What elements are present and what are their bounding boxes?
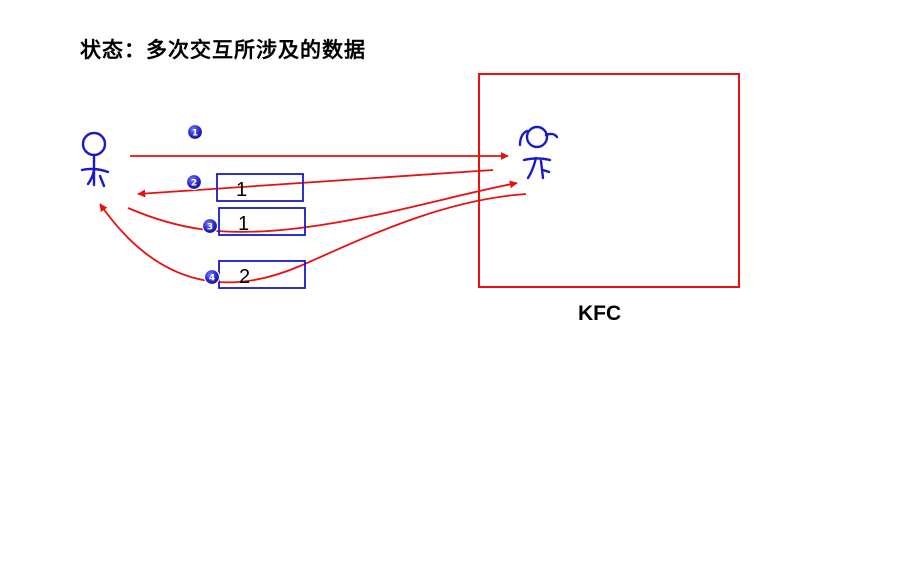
step-badge-2: 2	[185, 173, 203, 191]
server-box	[478, 73, 740, 288]
data-box-2-value: 1	[238, 213, 249, 235]
arrow-step-4	[99, 193, 527, 284]
step-badge-3-label: 3	[207, 222, 213, 232]
page-title: 状态：多次交互所涉及的数据	[80, 37, 366, 62]
data-box-2: 1	[218, 207, 306, 236]
data-box-3: 2	[218, 260, 306, 289]
arrow-step-2	[137, 169, 494, 198]
step-badge-4: 4	[203, 268, 221, 286]
step-badge-1: 1	[186, 123, 204, 141]
client-person-icon	[80, 131, 110, 188]
server-person-icon	[518, 125, 559, 180]
server-label: KFC	[578, 302, 622, 325]
data-box-3-value: 2	[239, 266, 250, 288]
step-badge-3: 3	[201, 217, 219, 235]
step-badge-2-label: 2	[191, 178, 197, 188]
arrow-step-3	[127, 180, 518, 233]
step-badge-4-label: 4	[209, 273, 215, 283]
data-box-1-value: 1	[236, 179, 247, 201]
data-box-1: 1	[216, 173, 304, 202]
step-badge-1-label: 1	[192, 128, 198, 138]
